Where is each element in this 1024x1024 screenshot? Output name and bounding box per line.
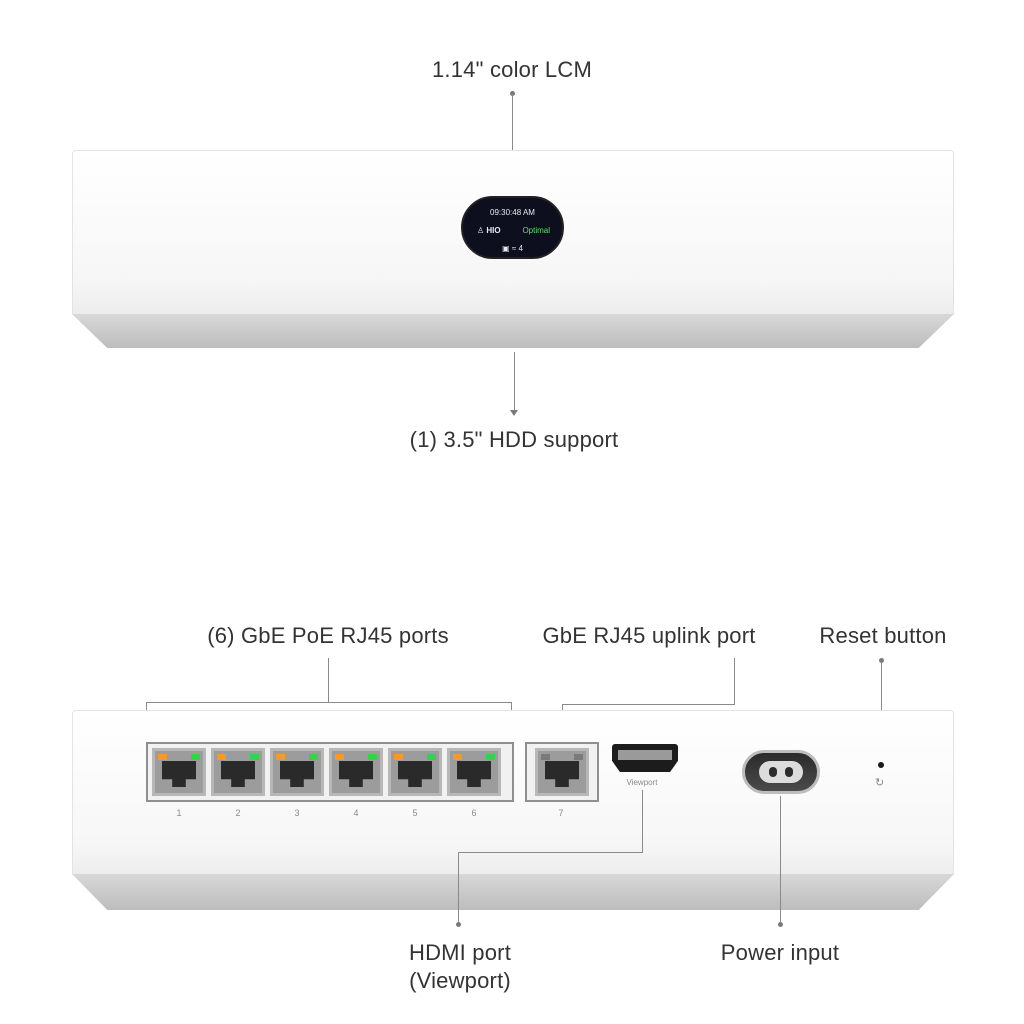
rj45-port-4[interactable] — [329, 748, 383, 796]
port-led-amber — [453, 754, 462, 760]
camera-icon: ▣ — [502, 244, 510, 253]
poe-bracket-top — [146, 702, 512, 703]
port-number-7: 7 — [558, 808, 564, 818]
poe-bracket-stem — [328, 658, 329, 702]
port-led — [574, 754, 583, 760]
port-led-amber — [394, 754, 403, 760]
port-led-amber — [158, 754, 167, 760]
hdd-callout-label: (1) 3.5" HDD support — [409, 427, 619, 452]
power-callout-line — [780, 796, 781, 922]
lcm-count: ▣ ≈ 4 — [463, 244, 562, 253]
port-number-3: 3 — [294, 808, 300, 818]
hdmi-port-text: Viewport — [626, 778, 658, 787]
rj45-port-5[interactable] — [388, 748, 442, 796]
port-led — [541, 754, 550, 760]
port-led-amber — [335, 754, 344, 760]
port-number-5: 5 — [412, 808, 418, 818]
poe-port-block — [146, 742, 514, 802]
port-socket — [545, 761, 579, 787]
device-rear-base — [72, 874, 954, 910]
power-callout-dot — [778, 922, 783, 927]
rj45-port-6[interactable] — [447, 748, 501, 796]
port-socket — [221, 761, 255, 787]
reset-label: Reset button — [819, 623, 947, 648]
poe-ports-label: (6) GbE PoE RJ45 ports — [207, 623, 449, 648]
port-number-1: 1 — [176, 808, 182, 818]
rj45-port-3[interactable] — [270, 748, 324, 796]
power-pin — [769, 767, 777, 777]
port-led-amber — [276, 754, 285, 760]
power-socket — [759, 761, 803, 783]
lcm-callout-dot — [510, 91, 515, 96]
reset-callout-dot — [879, 658, 884, 663]
uplink-line-vert — [734, 658, 735, 704]
uplink-label: GbE RJ45 uplink port — [542, 623, 756, 648]
user-icon: ♙ — [477, 226, 485, 235]
port-socket — [457, 761, 491, 787]
rj45-port-2[interactable] — [211, 748, 265, 796]
hdd-callout-line — [514, 352, 515, 410]
hdmi-line-down — [458, 852, 459, 922]
port-led-green — [309, 754, 318, 760]
port-number-2: 2 — [235, 808, 241, 818]
reset-button[interactable] — [878, 762, 884, 768]
rj45-port-1[interactable] — [152, 748, 206, 796]
reset-icon: ↻ — [875, 777, 885, 789]
hdmi-line-horiz — [458, 852, 643, 853]
hdd-callout-arrow — [510, 410, 518, 416]
port-socket — [280, 761, 314, 787]
hdmi-line-up — [642, 790, 643, 852]
port-socket — [398, 761, 432, 787]
power-pin — [785, 767, 793, 777]
hdmi-label-line1: HDMI port — [408, 940, 512, 965]
port-led-green — [368, 754, 377, 760]
lcm-count-text: ≈ 4 — [511, 244, 523, 253]
power-label: Power input — [720, 940, 840, 965]
port-led-green — [427, 754, 436, 760]
hdmi-label-line2: (Viewport) — [409, 968, 511, 993]
port-number-6: 6 — [471, 808, 477, 818]
lcm-device-name: ♙ HIO — [477, 226, 501, 235]
port-led-green — [250, 754, 259, 760]
port-socket — [339, 761, 373, 787]
lcm-callout-label: 1.14" color LCM — [432, 57, 592, 82]
hdmi-callout-dot — [456, 922, 461, 927]
lcm-callout-line — [512, 94, 513, 198]
lcm-device-name-text: HIO — [486, 226, 501, 235]
port-socket — [162, 761, 196, 787]
lcm-status: Optimal — [522, 226, 550, 235]
power-input[interactable] — [742, 750, 820, 794]
lcm-display: 09:30:48 AM ♙ HIO Optimal ▣ ≈ 4 — [461, 196, 564, 259]
lcm-time: 09:30:48 AM — [490, 208, 535, 217]
port-led-green — [191, 754, 200, 760]
hdmi-port-contacts — [618, 750, 672, 760]
port-number-4: 4 — [353, 808, 359, 818]
port-led-amber — [217, 754, 226, 760]
reset-callout-line — [881, 662, 882, 754]
device-top-base — [72, 314, 954, 348]
port-led-green — [486, 754, 495, 760]
uplink-line-horiz — [562, 704, 735, 705]
rj45-uplink-port[interactable] — [535, 748, 589, 796]
uplink-port-block — [525, 742, 599, 802]
